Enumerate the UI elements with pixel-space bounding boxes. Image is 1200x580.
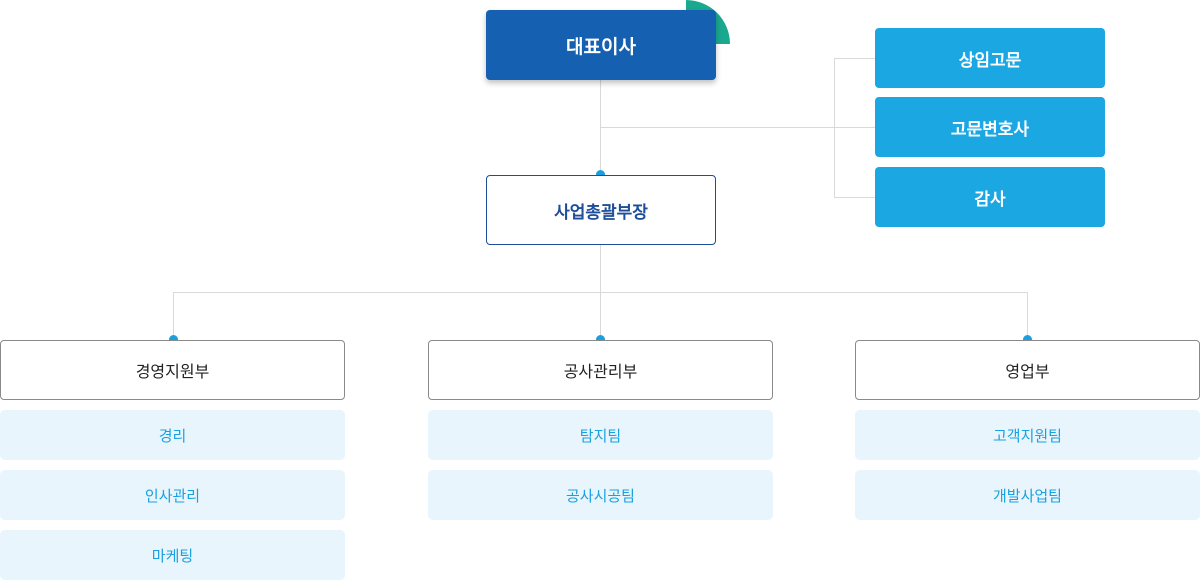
connector-advisor-vertical [834,58,835,198]
department-label: 경영지원부 [135,362,210,381]
team-label: 탐지팀 [579,426,622,445]
advisor-box-standing-advisor: 상임고문 [875,28,1105,88]
advisor-box-legal-counsel: 고문변호사 [875,97,1105,157]
connector-dot-gm [596,170,605,179]
connector-dept-1 [173,292,174,340]
advisor-label: 상임고문 [958,50,1022,71]
connector-advisor-1 [834,58,875,59]
team-label: 마케팅 [151,546,194,565]
connector-dept-3 [1027,292,1028,340]
team-box: 탐지팀 [428,410,773,460]
connector-advisor-3 [834,197,875,198]
team-box: 공사시공팀 [428,470,773,520]
advisor-label: 고문변호사 [950,119,1030,140]
ceo-box: 대표이사 [486,10,716,80]
ceo-label: 대표이사 [566,35,636,58]
connector-dot-dept-1 [169,335,178,344]
team-box: 경리 [0,410,345,460]
department-box-construction-management: 공사관리부 [428,340,773,400]
department-label: 영업부 [1005,362,1050,381]
department-box-management-support: 경영지원부 [0,340,345,400]
connector-to-advisors [600,127,835,128]
team-label: 개발사업팀 [992,486,1062,505]
general-manager-box: 사업총괄부장 [486,175,716,245]
department-box-sales: 영업부 [855,340,1200,400]
general-manager-label: 사업총괄부장 [554,202,648,223]
connector-dot-dept-3 [1023,335,1032,344]
connector-dot-dept-2 [596,335,605,344]
advisor-label: 감사 [974,189,1006,210]
team-box: 개발사업팀 [855,470,1200,520]
connector-advisor-2 [834,127,875,128]
advisor-box-auditor: 감사 [875,167,1105,227]
connector-depts-horizontal [173,292,1028,293]
team-box: 마케팅 [0,530,345,580]
team-label: 경리 [158,426,187,445]
team-box: 고객지원팀 [855,410,1200,460]
team-box: 인사관리 [0,470,345,520]
team-label: 공사시공팀 [565,486,635,505]
department-label: 공사관리부 [563,362,638,381]
team-label: 인사관리 [144,486,201,505]
team-label: 고객지원팀 [992,426,1062,445]
